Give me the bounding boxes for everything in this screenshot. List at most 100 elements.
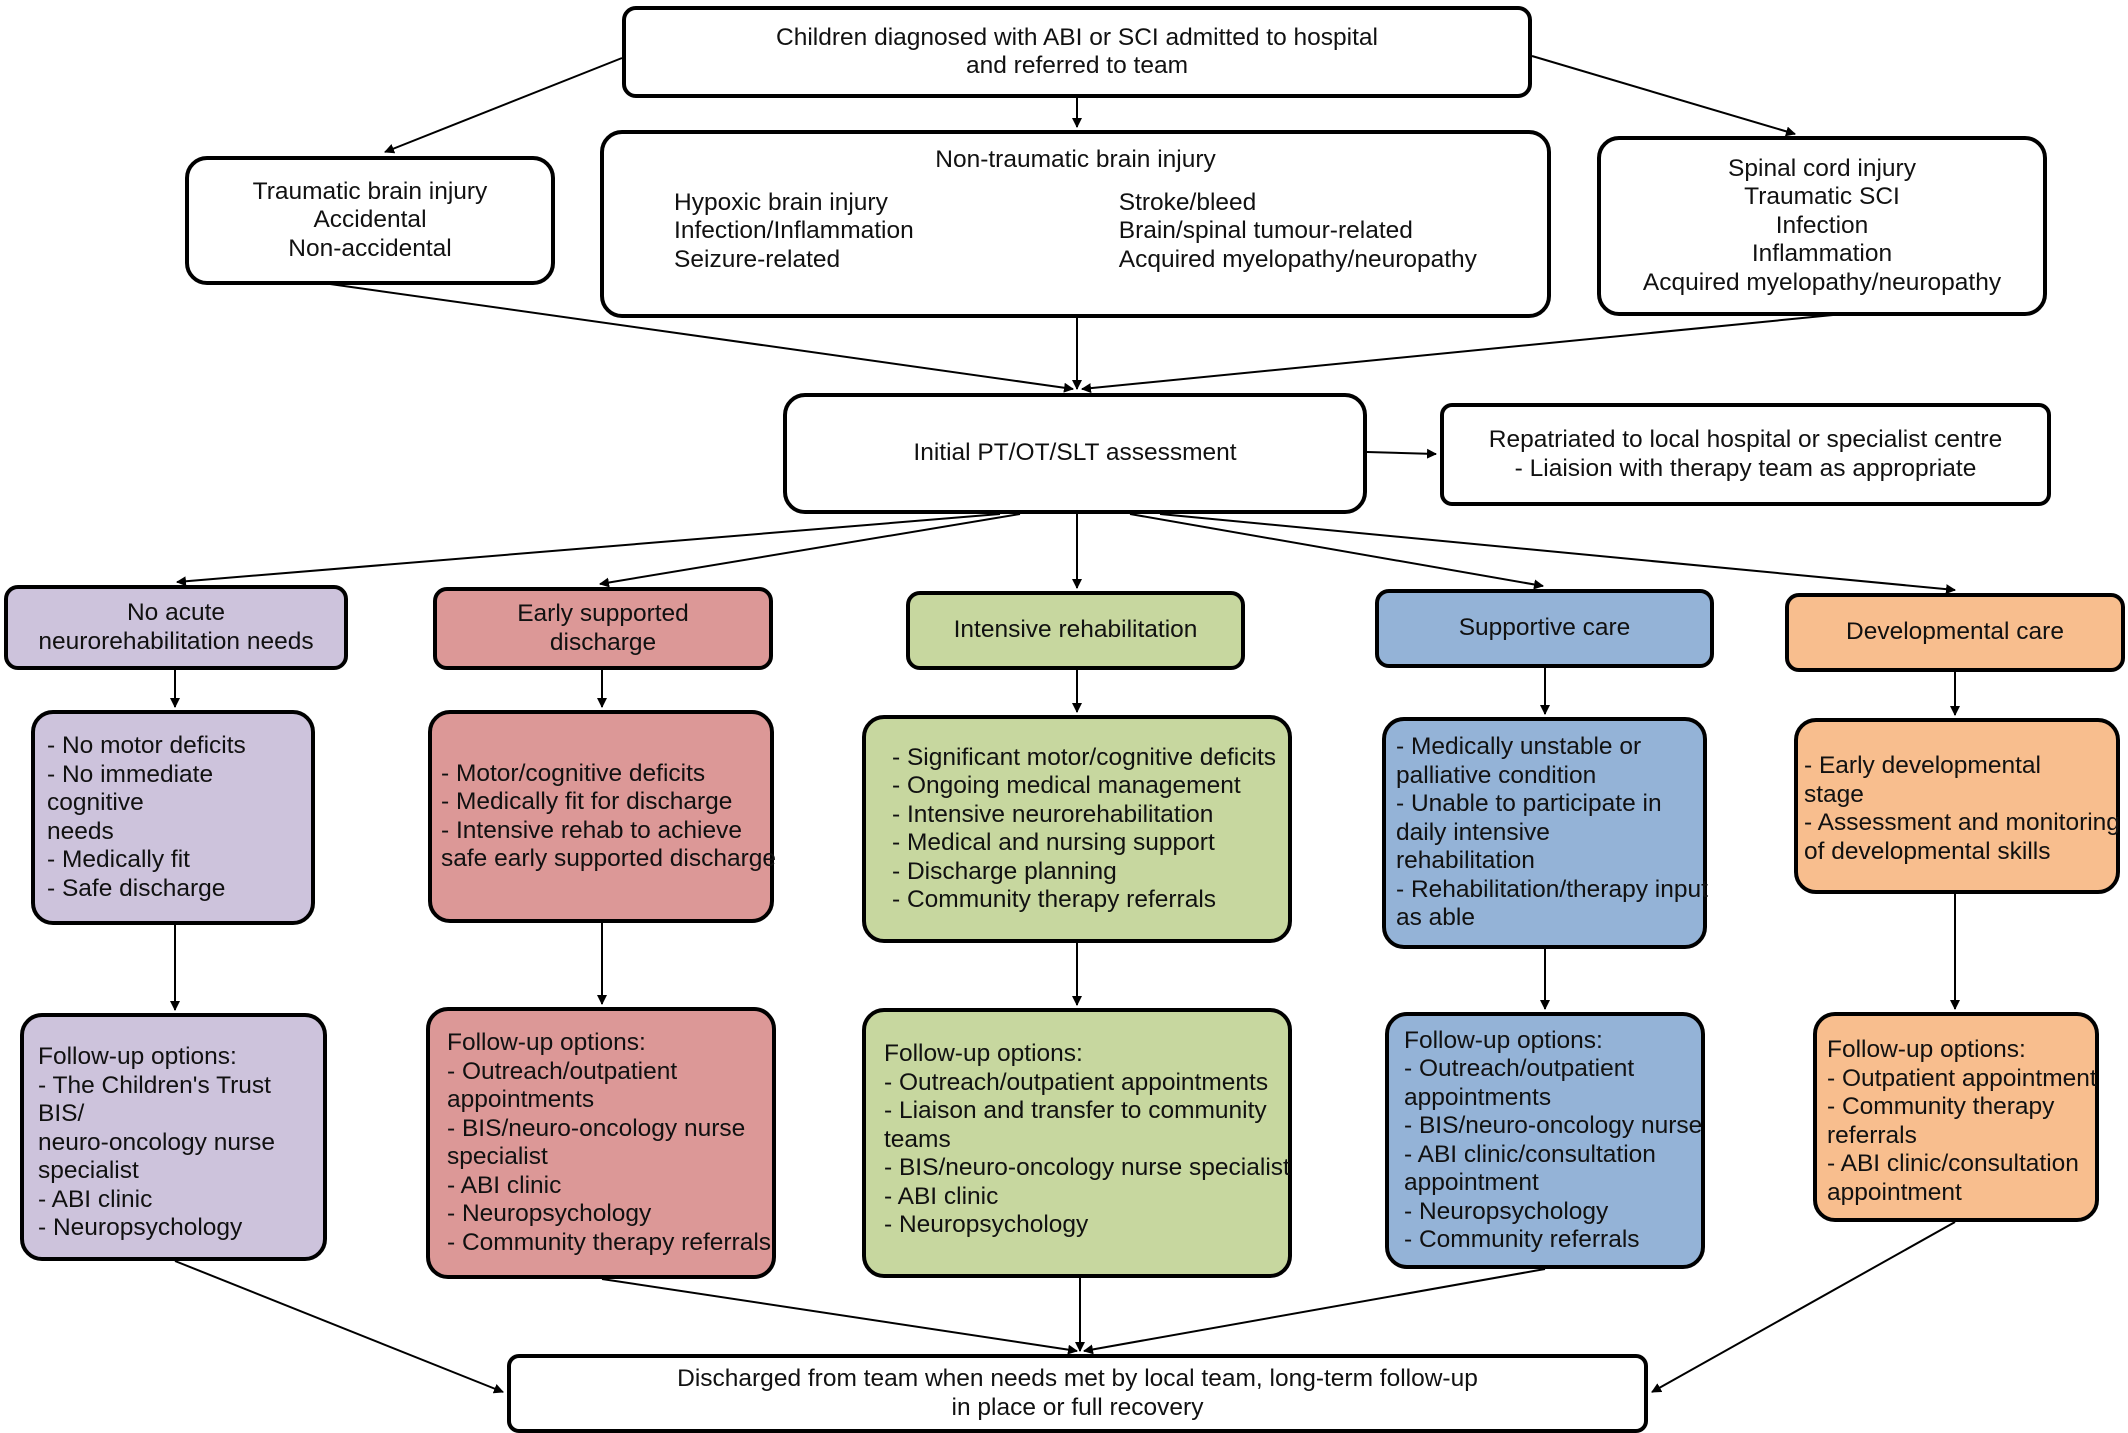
supportive-care-followup: Follow-up options: - Outreach/outpatient… <box>1385 1012 1705 1269</box>
arrow-assessment-to-developmental <box>1159 513 1956 595</box>
arrow-assessment-to-early <box>599 513 1021 588</box>
followup-item: referrals <box>1827 1121 1917 1149</box>
repatriated-line-1: Repatriated to local hospital or special… <box>1488 426 2003 453</box>
criteria-item: safe early supported discharge <box>441 845 777 872</box>
ntbi-title: Non-traumatic brain injury <box>935 146 1216 173</box>
criteria-item: - Motor/cognitive deficits <box>441 759 706 787</box>
ntbi-item: Hypoxic brain injury <box>674 188 888 216</box>
ntbi-left-list: Hypoxic brain injury Infection/Inflammat… <box>674 189 914 275</box>
followup-item: - ABI clinic/consultation <box>1827 1150 2079 1177</box>
admitted-box: Children diagnosed with ABI or SCI admit… <box>622 6 1532 98</box>
followup-item: - Neuropsychology <box>884 1211 1089 1238</box>
header-line: Supportive care <box>1458 614 1631 642</box>
ntbi-item: Stroke/bleed <box>1118 188 1257 216</box>
criteria-item: - Unable to participate in <box>1396 790 1662 818</box>
arrow-assessment-to-no-acute <box>176 513 1001 587</box>
followup-item: - BIS/neuro-oncology nurse <box>1404 1112 1703 1139</box>
early-supported-discharge-criteria: - Motor/cognitive deficits - Medically f… <box>428 710 777 923</box>
intensive-rehabilitation-header: Intensive rehabilitation <box>906 591 1245 670</box>
sci-item: Infection <box>1775 211 1869 239</box>
discharged-line-2: in place or full recovery <box>951 1393 1204 1421</box>
arrow-tbi-to-assessment <box>329 283 1074 393</box>
header-line: Early supported <box>517 600 689 627</box>
followup-item: - Community therapy referrals <box>447 1228 772 1256</box>
ntbi-item: Brain/spinal tumour-related <box>1118 217 1413 244</box>
tbi-item: Accidental <box>313 206 427 234</box>
arrow-supportive-followup-to-discharged <box>1083 1268 1546 1355</box>
tbi-item: Non-accidental <box>288 234 452 262</box>
criteria-item: daily intensive rehabilitation <box>1396 818 1557 875</box>
criteria-item: as able <box>1396 904 1476 932</box>
developmental-care-header: Developmental care <box>1785 593 2125 672</box>
arrow-admitted-to-tbi <box>384 57 623 154</box>
criteria-item: - Community therapy referrals <box>892 886 1217 913</box>
criteria-item: - No immediate cognitive <box>47 760 220 817</box>
followup-title: Follow-up options: <box>1827 1036 2026 1063</box>
supportive-care-criteria: - Medically unstable or palliative condi… <box>1382 717 1708 949</box>
arrow-early-followup-to-discharged <box>601 1278 1078 1355</box>
ntbi-right-list: Stroke/bleed Brain/spinal tumour-related… <box>1119 189 1477 275</box>
criteria-item: of developmental skills <box>1804 837 2051 865</box>
followup-item: - Outpatient appointment <box>1827 1064 2097 1092</box>
followup-item: appointments <box>447 1086 595 1113</box>
criteria-item: - Discharge planning <box>892 857 1117 885</box>
header-line: Developmental care <box>1846 618 2064 646</box>
ntbi-item: Infection/Inflammation <box>674 217 914 244</box>
criteria-item: - Intensive rehab to achieve <box>441 816 742 844</box>
followup-item: specialist <box>447 1143 548 1170</box>
initial-assessment-box: Initial PT/OT/SLT assessment <box>783 393 1367 514</box>
traumatic-brain-injury-box: Traumatic brain injury Accidental Non-ac… <box>185 156 555 285</box>
intensive-rehabilitation-criteria: - Significant motor/cognitive deficits -… <box>862 715 1292 943</box>
followup-item: neuro-oncology nurse <box>38 1128 275 1156</box>
arrow-admitted-to-sci <box>1531 55 1796 137</box>
ntbi-item: Acquired myelopathy/neuropathy <box>1118 245 1477 273</box>
followup-item: - Neuropsychology <box>447 1200 652 1227</box>
followup-item: - ABI clinic <box>447 1171 562 1199</box>
followup-item: appointments <box>1404 1083 1552 1111</box>
admitted-line-1: Children diagnosed with ABI or SCI admit… <box>776 23 1378 51</box>
criteria-item: - Medically fit <box>47 846 190 873</box>
no-acute-needs-followup: Follow-up options: - The Children's Trus… <box>20 1013 327 1261</box>
followup-title: Follow-up options: <box>447 1029 646 1056</box>
followup-item: - BIS/neuro-oncology nurse <box>447 1114 746 1142</box>
criteria-item: - Rehabilitation/therapy input <box>1396 875 1708 903</box>
spinal-cord-injury-box: Spinal cord injury Traumatic SCI Infecti… <box>1597 136 2047 316</box>
followup-item: - ABI clinic <box>38 1185 153 1213</box>
repatriated-line-2: - Liaision with therapy team as appropri… <box>1514 454 1977 482</box>
early-supported-discharge-header: Early supported discharge <box>433 587 773 670</box>
arrow-assessment-to-repatriated <box>1366 448 1437 459</box>
criteria-item: - No motor deficits <box>47 732 246 759</box>
criteria-item: needs <box>47 817 114 845</box>
sci-item: Acquired myelopathy/neuropathy <box>1642 268 2002 296</box>
tbi-title: Traumatic brain injury <box>252 177 488 205</box>
followup-item: - Liaison and transfer to community <box>884 1097 1267 1124</box>
followup-item: teams <box>884 1125 951 1153</box>
ntbi-columns: Hypoxic brain injury Infection/Inflammat… <box>674 189 1477 275</box>
arrow-assessment-to-supportive <box>1129 513 1544 590</box>
followup-item: - ABI clinic/consultation <box>1404 1140 1656 1168</box>
non-traumatic-brain-injury-box: Non-traumatic brain injury Hypoxic brain… <box>600 130 1551 318</box>
ntbi-item: Seizure-related <box>674 245 841 273</box>
criteria-item: - Medically fit for discharge <box>441 788 733 815</box>
arrow-developmental-followup-to-discharged <box>1651 1221 1956 1393</box>
sci-item: Inflammation <box>1751 240 1893 268</box>
no-acute-needs-header: No acute neurorehabilitation needs <box>4 585 348 670</box>
developmental-care-followup: Follow-up options: - Outpatient appointm… <box>1813 1012 2099 1222</box>
criteria-item: - Early developmental stage <box>1804 752 2048 808</box>
admitted-line-2: and referred to team <box>966 52 1188 79</box>
early-supported-discharge-followup: Follow-up options: - Outreach/outpatient… <box>426 1007 776 1279</box>
followup-item: - BIS/neuro-oncology nurse specialist <box>884 1154 1290 1181</box>
criteria-item: palliative condition <box>1396 761 1597 789</box>
followup-title: Follow-up options: <box>38 1043 237 1070</box>
followup-item: - Neuropsychology <box>38 1214 243 1241</box>
followup-item: - Community therapy <box>1827 1093 2055 1120</box>
supportive-care-header: Supportive care <box>1375 589 1714 668</box>
developmental-care-criteria: - Early developmental stage - Assessment… <box>1794 718 2120 894</box>
followup-item: - Neuropsychology <box>1404 1197 1609 1225</box>
header-line: discharge <box>549 628 657 656</box>
followup-item: - ABI clinic <box>884 1182 999 1210</box>
assessment-label: Initial PT/OT/SLT assessment <box>913 439 1237 467</box>
arrow-sci-to-assessment <box>1081 314 1834 394</box>
followup-title: Follow-up options: <box>1404 1026 1603 1054</box>
